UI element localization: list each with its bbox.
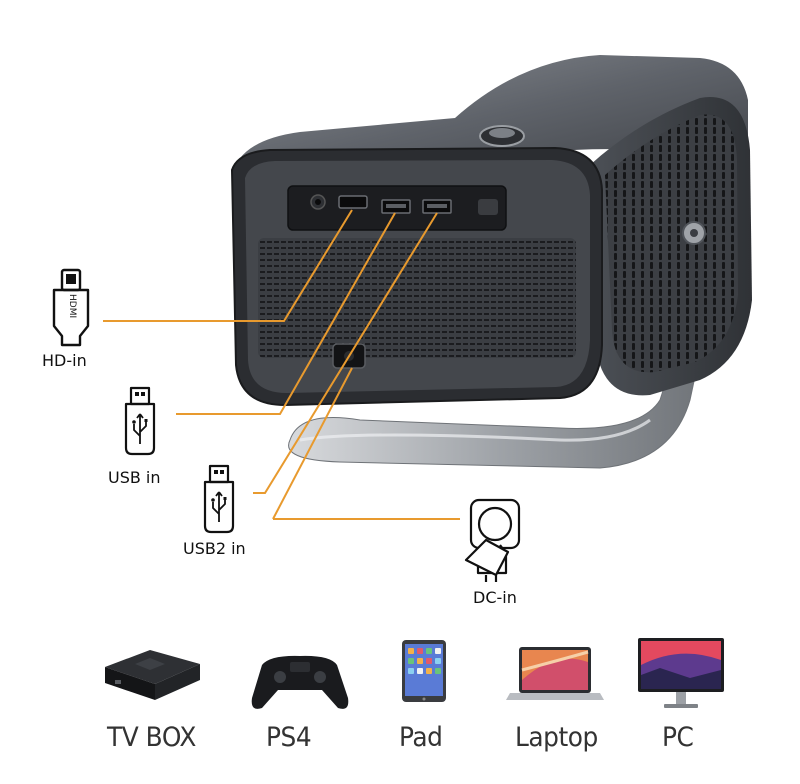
pc-label: PC xyxy=(662,722,694,753)
ps4-label: PS4 xyxy=(266,722,312,753)
laptop-label: Laptop xyxy=(515,722,598,753)
tv-box-icon xyxy=(105,650,200,700)
usb-plug-icon xyxy=(124,386,156,456)
pad-label: Pad xyxy=(399,722,443,753)
line-hdmi xyxy=(103,209,353,322)
tv-box-label: TV BOX xyxy=(107,722,196,753)
hdmi-plug-text: HDMI xyxy=(67,294,77,319)
hd-in-label: HD-in xyxy=(42,351,87,370)
connector-lines xyxy=(103,209,460,520)
tablet-icon xyxy=(402,640,446,702)
line-usb2 xyxy=(253,212,438,494)
gamepad-icon xyxy=(251,655,349,709)
laptop-icon xyxy=(506,647,604,700)
usb-plug-icon-2 xyxy=(203,464,235,534)
hdmi-plug-icon xyxy=(52,268,90,347)
monitor-icon xyxy=(638,638,724,708)
usb2-in-label: USB2 in xyxy=(183,539,246,558)
usb-in-label: USB in xyxy=(108,468,161,487)
hdmi-port xyxy=(338,195,368,209)
line-usb1 xyxy=(176,212,396,415)
line-dc-upper xyxy=(272,367,353,520)
dc-in-label: DC-in xyxy=(473,588,517,607)
ir-sensor xyxy=(478,199,498,215)
power-socket-icon xyxy=(464,498,521,582)
